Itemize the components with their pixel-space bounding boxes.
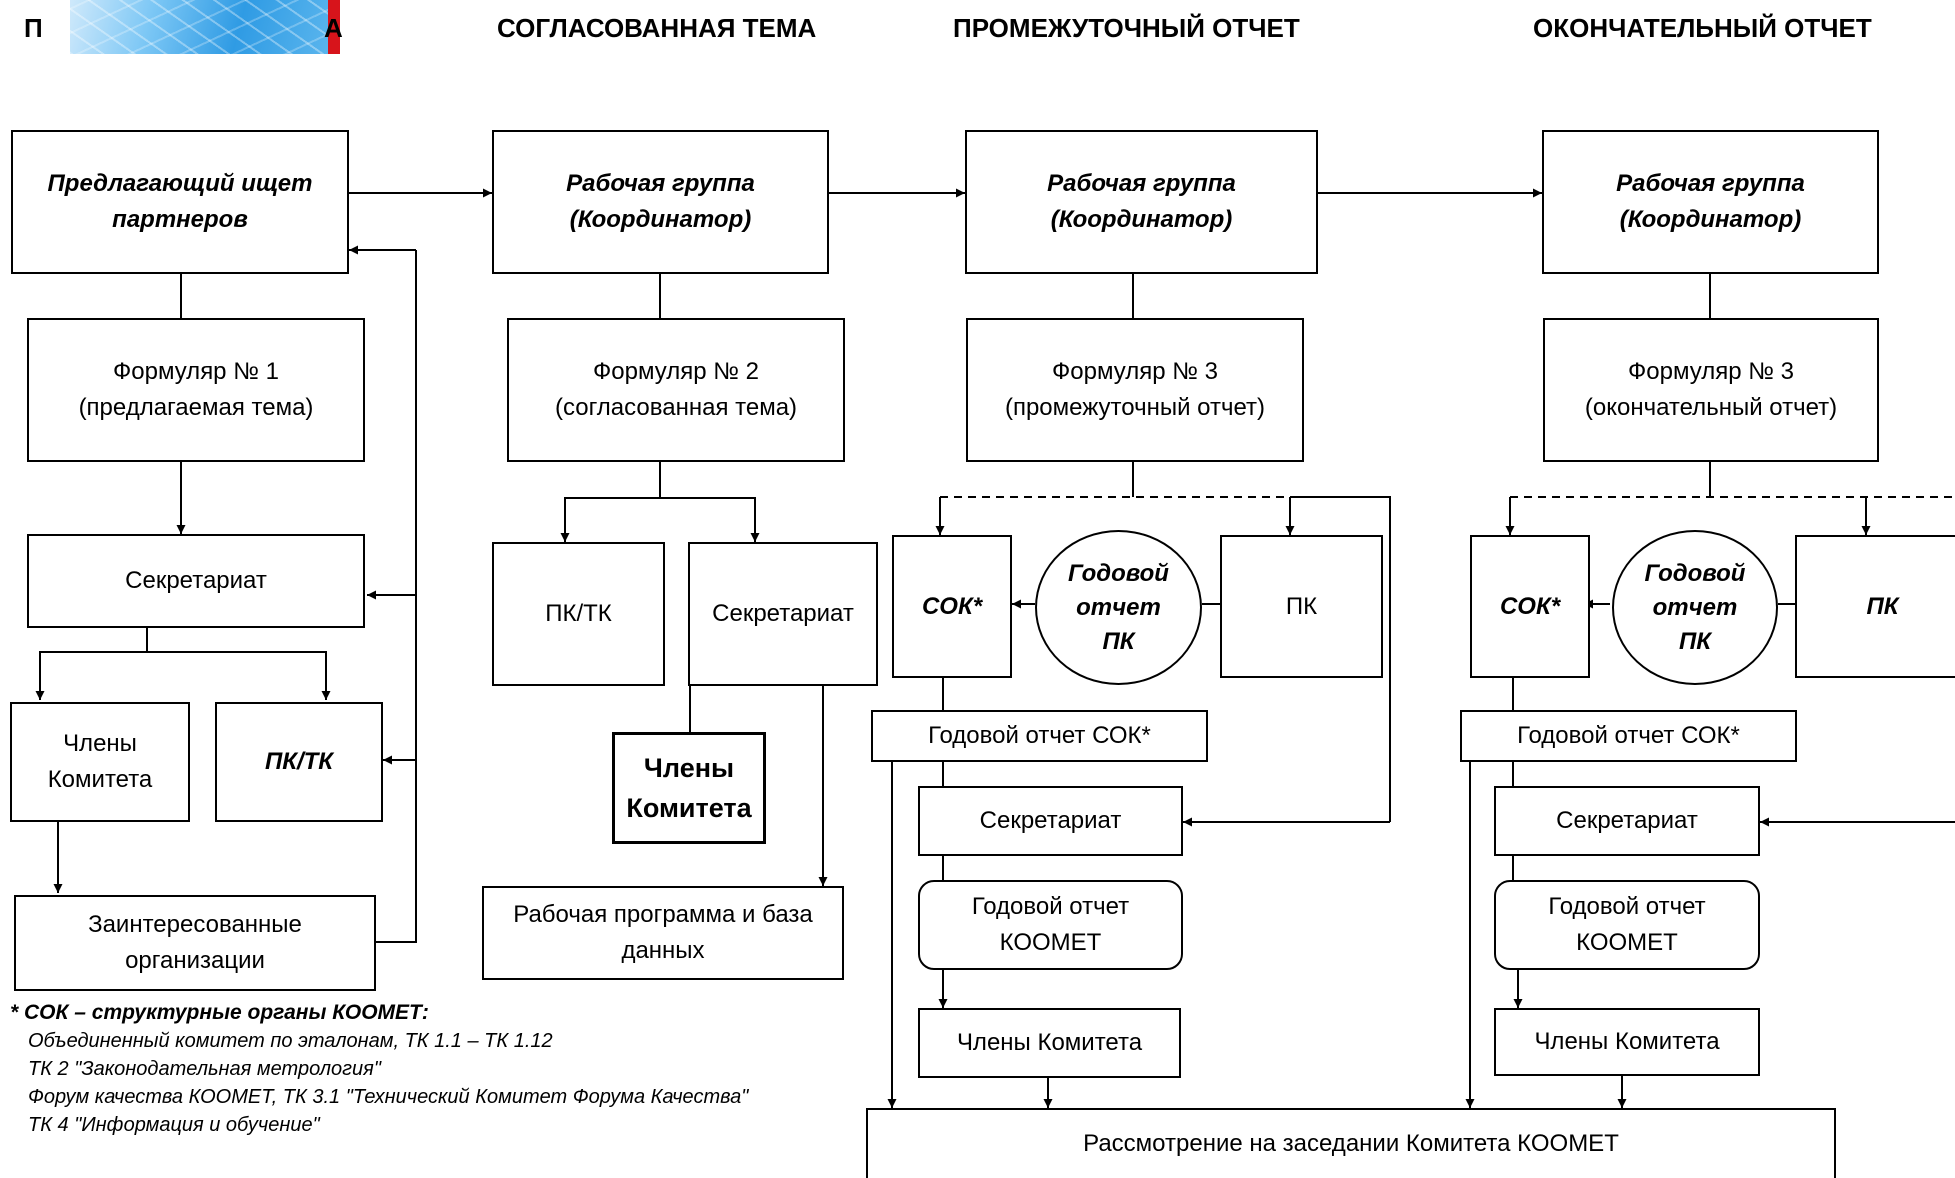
line-feedback-loop — [376, 250, 417, 943]
working-group4-box: Рабочая группа(Координатор) — [1542, 130, 1879, 274]
annual-sok-report3-box: Годовой отчет СОК* — [871, 710, 1208, 762]
working-group2-box: Рабочая группа(Координатор) — [492, 130, 829, 274]
header-interim-report: ПРОМЕЖУТОЧНЫЙ ОТЧЕТ — [953, 13, 1300, 43]
footnote-line: Объединенный комитет по эталонам, ТК 1.1… — [28, 1030, 553, 1052]
header-agreed-topic: СОГЛАСОВАННАЯ ТЕМА — [497, 13, 817, 43]
secretariat4-box: Секретариат — [1494, 786, 1760, 856]
secretariat1-box: Секретариат — [27, 534, 365, 628]
line-secretariat1-split — [39, 628, 327, 700]
sok4-box: СОК* — [1470, 535, 1590, 678]
pk4-box: ПК — [1795, 535, 1955, 678]
form3-interim-box: Формуляр № 3(промежуточный отчет) — [966, 318, 1304, 462]
coomet-committee-meeting-box: Рассмотрение на заседании Комитета КООМЕ… — [866, 1108, 1836, 1178]
annual-sok-report4-box: Годовой отчет СОК* — [1460, 710, 1797, 762]
secretariat2-box: Секретариат — [688, 542, 878, 686]
committee-members4-box: Члены Комитета — [1494, 1008, 1760, 1076]
pktk1-box: ПК/ТК — [215, 702, 383, 822]
header-proposed-topic-prefix: П — [24, 13, 43, 43]
footnote-line: ТК 4 "Информация и обучение" — [28, 1114, 320, 1136]
line-to-secretariat3 — [1290, 496, 1391, 822]
header-proposed-topic-suffix: А — [324, 13, 343, 43]
working-group3-box: Рабочая группа(Координатор) — [965, 130, 1318, 274]
form3-final-box: Формуляр № 3(окончательный отчет) — [1543, 318, 1879, 462]
header-final-report: ОКОНЧАТЕЛЬНЫЙ ОТЧЕТ — [1533, 13, 1872, 43]
footnote-line: ТК 2 "Законодательная метрология" — [28, 1058, 381, 1080]
footnote-line: Форум качества КООМЕТ, ТК 3.1 "Техническ… — [28, 1086, 749, 1108]
pktk2-box: ПК/ТК — [492, 542, 665, 686]
footnote: * СОК – структурные органы КООМЕТ: Объед… — [10, 999, 870, 1139]
pk3-box: ПК — [1220, 535, 1383, 678]
form2-box: Формуляр № 2(согласованная тема) — [507, 318, 845, 462]
line-form2-split — [564, 462, 756, 540]
sok3-box: СОК* — [892, 535, 1012, 678]
coomet-logo — [70, 0, 340, 54]
committee-members3-box: Члены Комитета — [918, 1008, 1181, 1078]
footnote-title: * СОК – структурные органы КООМЕТ: — [10, 1001, 429, 1024]
secretariat3-box: Секретариат — [918, 786, 1183, 856]
form1-box: Формуляр № 1(предлагаемая тема) — [27, 318, 365, 462]
